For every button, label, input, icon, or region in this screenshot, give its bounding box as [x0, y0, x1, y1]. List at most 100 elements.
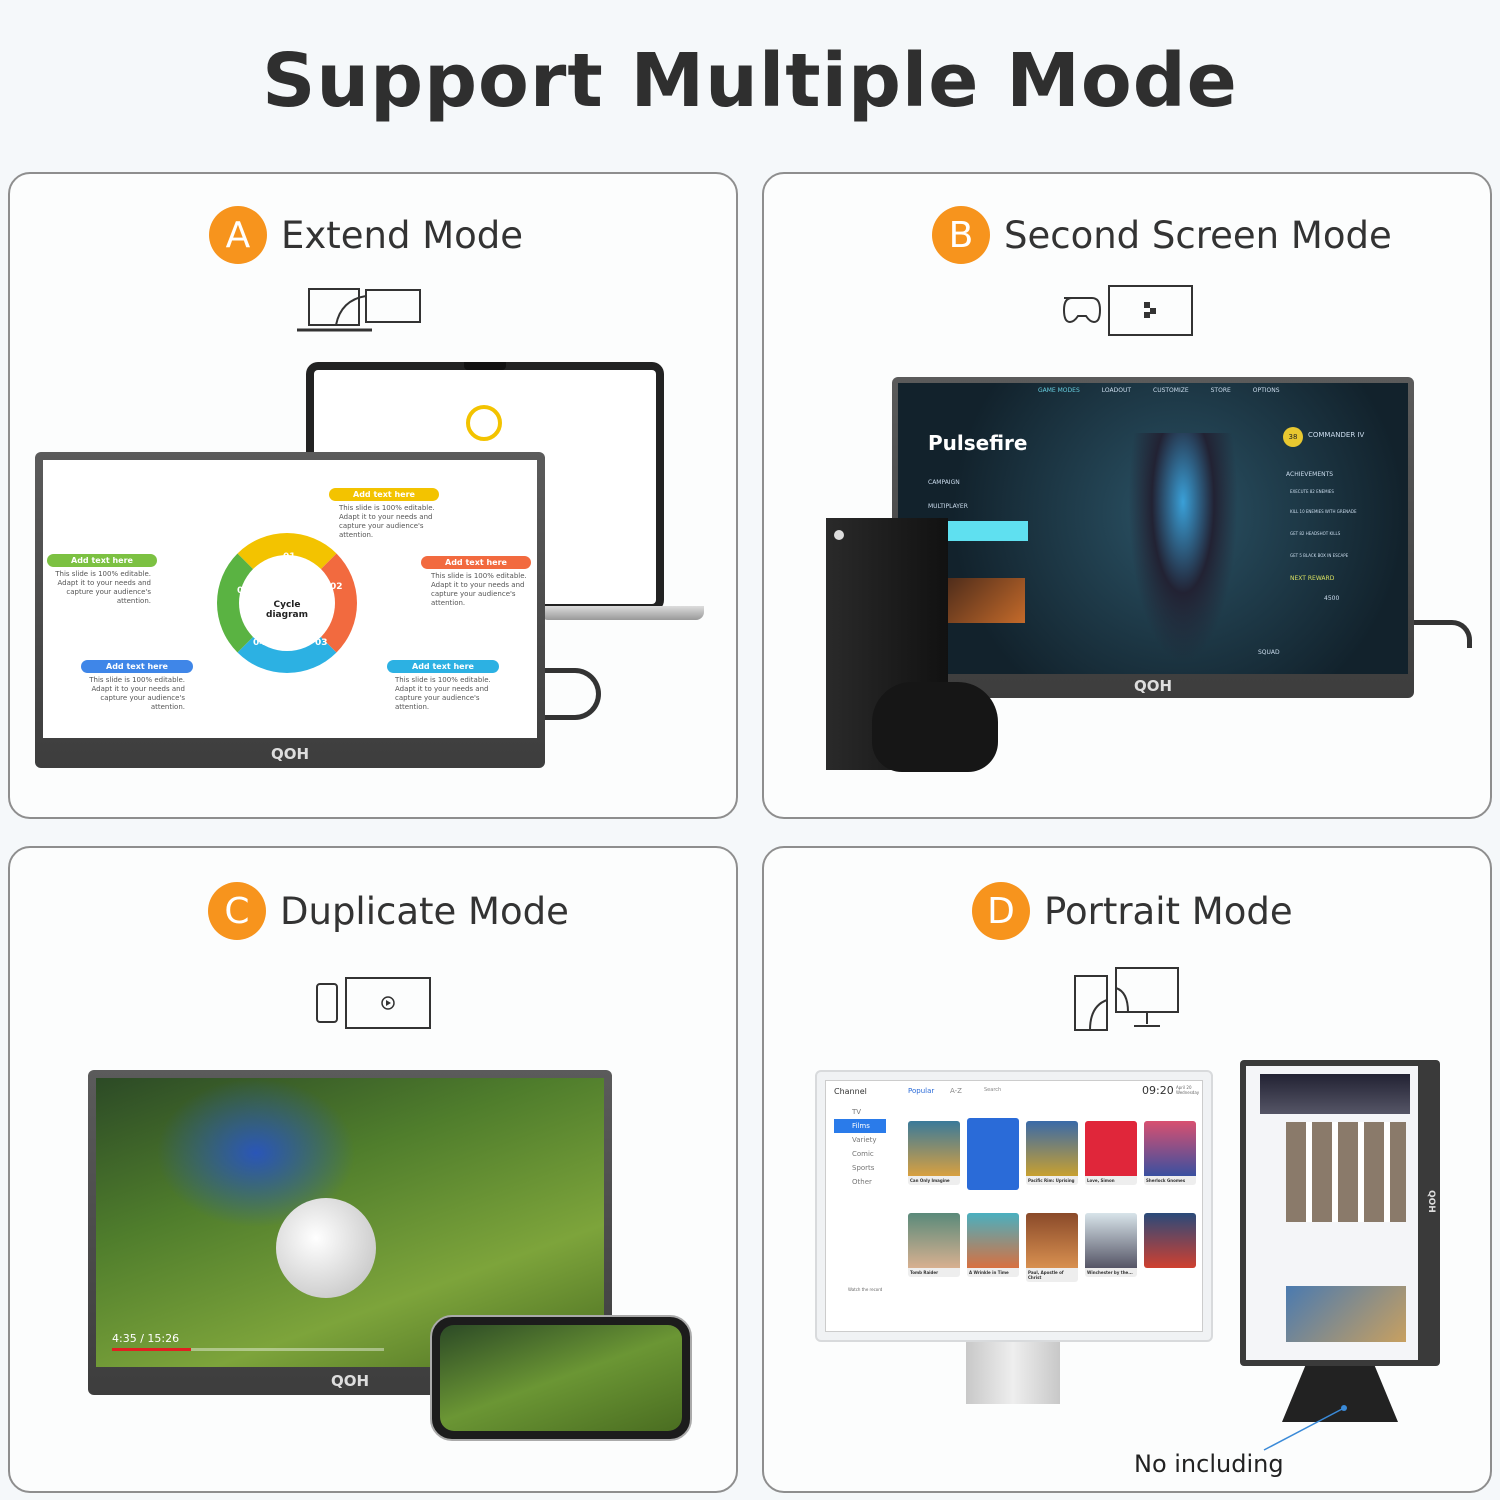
game-soldier-art: [1128, 433, 1238, 663]
phone-icon: [316, 983, 338, 1023]
movie-card[interactable]: [1144, 1213, 1196, 1268]
segment-label: 02: [330, 582, 343, 592]
cycle-center-label: Cycle diagram: [266, 600, 308, 620]
game-nav-item[interactable]: GAME MODES: [1038, 387, 1080, 394]
mode-heading-b: B Second Screen Mode: [932, 206, 1392, 264]
laptop-base: [540, 606, 704, 620]
mode-heading-c: C Duplicate Mode: [208, 882, 569, 940]
tv-sidebar-item[interactable]: TV: [852, 1108, 862, 1116]
mode-badge: A: [209, 206, 267, 264]
squad-label: SQUAD: [1258, 649, 1280, 656]
segment-label: 01: [283, 552, 296, 562]
segment-label: 05: [237, 586, 250, 596]
rank-badge: 38: [1283, 427, 1303, 447]
smartphone: [430, 1315, 692, 1441]
portable-monitor-video: 4:35 / 15:26 QOH: [88, 1070, 612, 1395]
portrait-mode-icon: [1074, 967, 1179, 1031]
movie-card[interactable]: A Wrinkle in Time: [967, 1213, 1019, 1277]
usb-cable: [545, 668, 601, 720]
tv-app-title: Channel: [834, 1087, 867, 1096]
mode-label: Second Screen Mode: [1004, 213, 1392, 257]
portable-monitor-portrait: QOH: [1240, 1060, 1440, 1366]
video-progress-track[interactable]: [112, 1348, 384, 1351]
achievements-label: ACHIEVEMENTS: [1286, 471, 1334, 478]
rank-label: COMMANDER IV: [1308, 431, 1365, 439]
game-nav: GAME MODES LOADOUT CUSTOMIZE STORE OPTIO…: [1038, 387, 1280, 394]
callout-body: This slide is 100% editable. Adapt it to…: [431, 572, 527, 607]
portable-monitor-extend: Cycle diagram 01 02 03 04 05 Add text he…: [35, 452, 545, 768]
video-progress-fill: [112, 1348, 191, 1351]
mode-heading-d: D Portrait Mode: [972, 882, 1293, 940]
segment-label: 04: [253, 638, 266, 648]
movie-card[interactable]: Sherlock Gnomes: [1144, 1121, 1196, 1185]
desktop-computer: Channel Popular A-Z Search 09:20 April 2…: [815, 1070, 1213, 1342]
tv-sidebar-item[interactable]: Sports: [852, 1164, 875, 1172]
achievement-item: KILL 10 ENEMIES WITH GRENADE: [1290, 509, 1357, 514]
soccer-ball: [276, 1198, 376, 1298]
callout-heading: Add text here: [329, 488, 439, 501]
achievement-item: GET 82 HEADSHOT KILLS: [1290, 531, 1341, 536]
usb-cable: [1414, 620, 1472, 648]
no-including-note: No including: [1134, 1450, 1284, 1478]
movie-card[interactable]: Tomb Raider: [908, 1213, 960, 1277]
callout-heading: Add text here: [81, 660, 193, 673]
mode-badge: C: [208, 882, 266, 940]
pointer-line: [1263, 1405, 1347, 1451]
mode-heading-a: A Extend Mode: [209, 206, 523, 264]
callout-heading: Add text here: [421, 556, 531, 569]
game-nav-item[interactable]: LOADOUT: [1101, 387, 1131, 394]
movie-card-selected[interactable]: [967, 1118, 1019, 1190]
tv-sidebar-item[interactable]: Variety: [852, 1136, 877, 1144]
game-nav-item[interactable]: OPTIONS: [1252, 387, 1280, 394]
mode-label: Portrait Mode: [1044, 889, 1293, 933]
slide-icon: [466, 405, 502, 441]
movie-card[interactable]: Can Only Imagine: [908, 1121, 960, 1185]
callout-heading: Add text here: [47, 554, 157, 567]
game-menu-item[interactable]: CAMPAIGN: [928, 479, 960, 486]
segment-label: 03: [315, 638, 328, 648]
brand-logo: QOH: [270, 745, 310, 763]
callout-body: This slide is 100% editable. Adapt it to…: [339, 504, 435, 539]
tv-sidebar-item[interactable]: Films: [834, 1119, 886, 1133]
tv-footer: Watch the record: [848, 1287, 883, 1292]
game-promo-image[interactable]: [943, 578, 1025, 623]
callout-body: This slide is 100% editable. Adapt it to…: [395, 676, 491, 711]
monitor-stand-accessory: [1282, 1366, 1398, 1422]
movie-card[interactable]: Pacific Rim: Uprising: [1026, 1121, 1078, 1185]
tv-sidebar-item[interactable]: Comic: [852, 1150, 874, 1158]
brand-logo: QOH: [330, 1372, 370, 1390]
movie-card[interactable]: Love, Simon: [1085, 1121, 1137, 1185]
page-title: Support Multiple Mode: [262, 38, 1238, 124]
callout-body: This slide is 100% editable. Adapt it to…: [55, 570, 151, 605]
game-nav-item[interactable]: CUSTOMIZE: [1153, 387, 1189, 394]
mode-label: Extend Mode: [281, 213, 524, 257]
tv-tab[interactable]: A-Z: [950, 1087, 962, 1095]
tv-clock: 09:20: [1142, 1084, 1174, 1097]
movie-card[interactable]: Paul, Apostle of Christ: [1026, 1213, 1078, 1282]
achievement-item: GET 5 BLACK BOX IN ESCAPE: [1290, 553, 1349, 558]
gamepad-icon: [1062, 297, 1102, 324]
mode-badge: B: [932, 206, 990, 264]
mode-label: Duplicate Mode: [280, 889, 569, 933]
video-timestamp: 4:35 / 15:26: [112, 1332, 180, 1345]
duplicate-mode-icon: [316, 977, 431, 1029]
game-logo: Pulsefire: [928, 431, 1028, 455]
second-screen-icon: [1062, 285, 1193, 336]
game-nav-item[interactable]: STORE: [1210, 387, 1231, 394]
play-icon: [386, 1000, 391, 1006]
tv-sidebar-item[interactable]: Other: [852, 1178, 872, 1186]
callout-body: This slide is 100% editable. Adapt it to…: [89, 676, 185, 711]
game-menu-item[interactable]: MULTIPLAYER: [928, 503, 968, 510]
mode-badge: D: [972, 882, 1030, 940]
callout-heading: Add text here: [387, 660, 499, 673]
extend-mode-icon: [297, 288, 421, 332]
next-reward-label: NEXT REWARD: [1290, 575, 1335, 582]
tv-date: April 20 Wednesday: [1176, 1085, 1200, 1095]
movie-card[interactable]: Winchester by the...: [1085, 1213, 1137, 1277]
tv-search[interactable]: Search: [984, 1087, 1002, 1093]
brand-logo: QOH: [1426, 1190, 1436, 1213]
portable-monitor-game: GAME MODES LOADOUT CUSTOMIZE STORE OPTIO…: [892, 377, 1414, 698]
tv-tab[interactable]: Popular: [908, 1087, 935, 1095]
desktop-stand: [966, 1342, 1060, 1404]
reward-value: 4500: [1324, 595, 1340, 602]
